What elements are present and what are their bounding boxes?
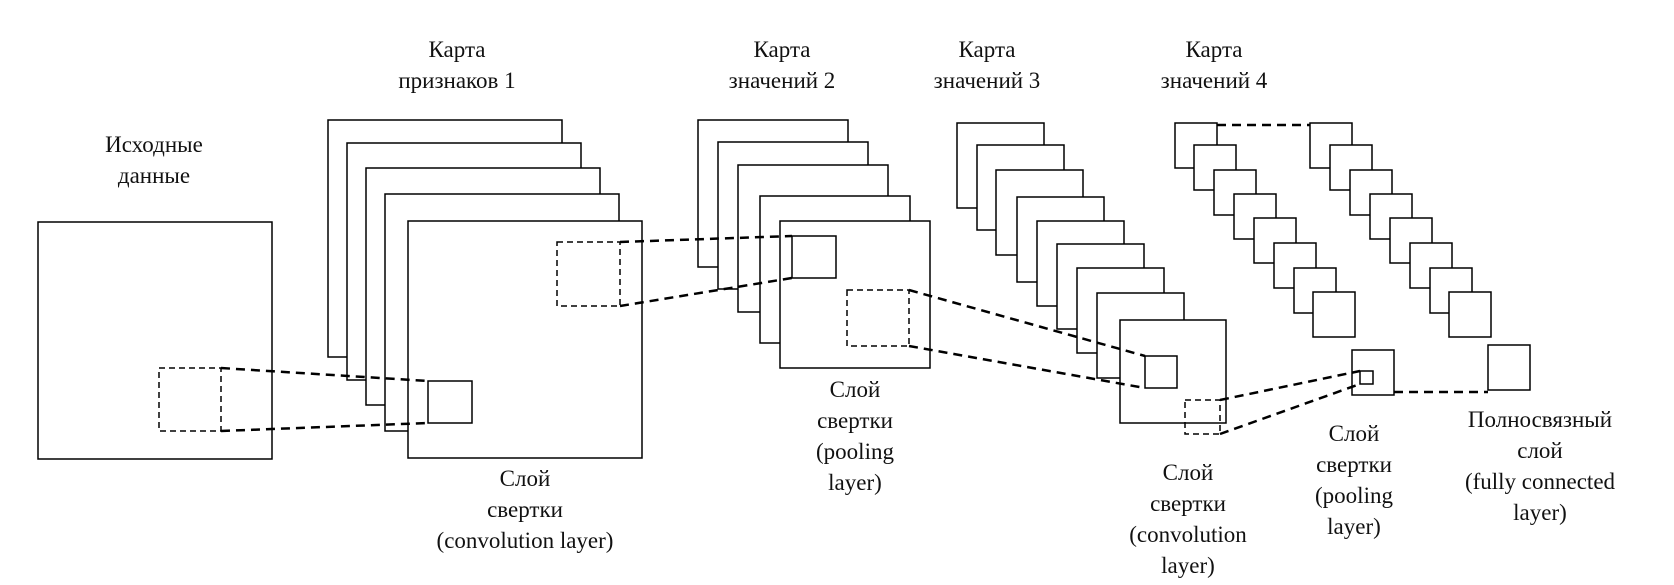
map4-label-line-2: значений 4 [1160,68,1268,93]
map4-label: Карта значений 4 [1139,34,1289,96]
conn-map3-top [1219,369,1361,402]
map1-label-line-1: Карта [428,37,486,62]
pool1-label-line-1: Слой [829,377,881,402]
conv2-label-line-4: layer) [1161,553,1215,578]
map3-pool-window [1184,399,1221,435]
conv1-label: Слой свертки (convolution layer) [405,463,645,556]
map1-pool-window [556,241,621,307]
conv1-label-line-3: (convolution layer) [436,528,614,553]
conn-map3-bottom [1219,382,1361,436]
feature-map-3-stack [956,122,1227,424]
conn-input-bottom [220,421,429,433]
connection-lines [220,123,1488,436]
conv2-label-line-1: Слой [1162,460,1214,485]
fc-label: Полносвязный слой (fully connected layer… [1440,404,1640,528]
conn-input-top [220,366,429,383]
conv2-label-line-2: свертки [1150,491,1226,516]
pool2-output-cell [1359,370,1374,385]
input-image [37,221,273,460]
map2-label: Карта значений 2 [707,34,857,96]
pool1-label-line-3: (pooling [816,439,894,464]
conv2-label: Слой свертки (convolution layer) [1113,457,1263,581]
pool2-label-line-4: layer) [1327,514,1381,539]
map3-label: Карта значений 3 [912,34,1062,96]
fc-label-line-3: (fully connected [1464,469,1616,494]
map4-label-line-1: Карта [1185,37,1243,62]
input-receptive-field [158,367,222,432]
conv1-label-line-1: Слой [499,466,551,491]
map3-label-line-2: значений 3 [933,68,1041,93]
pool2-label-line-3: (pooling [1315,483,1393,508]
feature-map-4-stack [1174,122,1395,396]
pool1-label-line-2: свертки [817,408,893,433]
fc-label-line-2: слой [1517,438,1563,463]
map3-label-line-1: Карта [958,37,1016,62]
pool1-label: Слой свертки (pooling layer) [795,374,915,498]
input-label-line-1: Исходные [105,132,203,157]
map2-label-line-2: значений 2 [728,68,836,93]
pool1-label-line-4: layer) [828,470,882,495]
fc-label-line-4: layer) [1513,500,1567,525]
map2-label-line-1: Карта [753,37,811,62]
map1-label: Карта признаков 1 [377,34,537,96]
conn-map2-top [908,288,1146,358]
pool2-label-line-2: свертки [1316,452,1392,477]
conn-map1-top [619,234,793,244]
pool2-label: Слой свертки (pooling layer) [1299,418,1409,542]
conv2-label-line-3: (convolution [1129,522,1247,547]
conv1-label-line-2: свертки [487,497,563,522]
map2-conv-window [846,289,910,347]
input-label: Исходные данные [84,129,224,191]
fully-connected-stack [1309,122,1531,391]
conv2-output-cell [1144,355,1178,389]
fc-label-line-1: Полносвязный [1467,407,1613,432]
input-label-line-2: данные [117,163,191,188]
map1-label-line-2: признаков 1 [398,68,516,93]
feature-map-1-stack [327,119,643,459]
conv1-output-cell [427,380,473,424]
pool2-label-line-1: Слой [1328,421,1380,446]
conn-map2-bottom [908,344,1146,390]
pool1-output-cell [791,235,837,279]
